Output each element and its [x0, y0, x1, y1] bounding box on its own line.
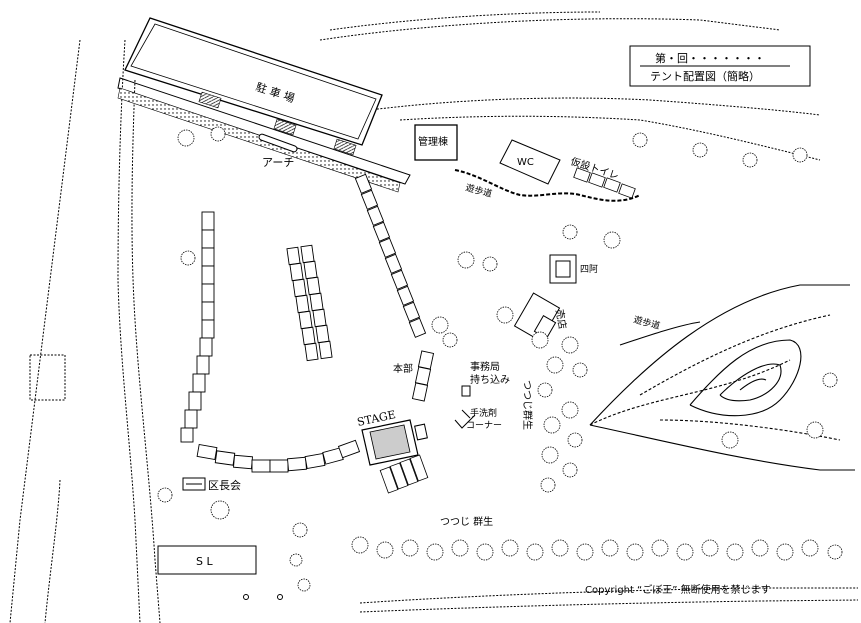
path-label-2: 遊歩道 [632, 313, 661, 332]
corner-label: コーナー [466, 420, 502, 431]
stream [454, 169, 641, 202]
arch-label: アーチ [262, 156, 294, 169]
title-line2: テント配置図（簡略） [650, 69, 760, 83]
pavilion: 四阿 [549, 254, 598, 284]
entrance-strip [117, 77, 411, 193]
wc-building: WC [499, 139, 561, 185]
right-pond-area [589, 284, 855, 471]
office-carry-in: 事務局 持ち込み [461, 360, 510, 397]
path-label-1: 遊歩道 [464, 181, 493, 200]
temp-toilet: 仮設トイレ [569, 154, 636, 199]
parking-lot: 駐 車 場 [124, 17, 383, 146]
title-line1: 第・回・・・・・・・ [655, 51, 765, 65]
office-label: 管理棟 [418, 135, 448, 148]
tent-row-center [286, 244, 333, 362]
hq: 本部 [393, 350, 435, 402]
trees [157, 126, 843, 592]
sl-box: S L [157, 545, 257, 575]
arch: アーチ [258, 133, 298, 169]
left-small-building [29, 354, 66, 401]
hq-label: 本部 [393, 362, 413, 375]
top-road [319, 11, 821, 161]
shop-label: 売店 [553, 308, 569, 330]
azalea-grove-horizontal: つつじ 群生 [440, 515, 493, 528]
azalea-grove-vertical: つつじ群生 [521, 380, 534, 430]
handwash-corner: 手洗剤 コーナー [454, 407, 502, 431]
office-building: 管理棟 [414, 124, 458, 161]
ward-association: 区長会 [182, 477, 241, 492]
ward-assoc-label: 区長会 [208, 479, 241, 492]
small-markers [243, 594, 283, 600]
wc-label: WC [517, 157, 534, 168]
tent-row-right-diagonal [354, 173, 427, 338]
copyright-text: Copyright “ごぼ王” 無断使用を禁じます [585, 583, 771, 596]
bottom-road [359, 587, 859, 613]
sl-label: S L [196, 555, 213, 568]
left-road [9, 39, 161, 623]
title-box: 第・回・・・・・・・ テント配置図（簡略） [629, 45, 811, 87]
tent-row-left-arc [180, 211, 361, 473]
pavilion-label: 四阿 [580, 264, 598, 275]
carry-in-label: 持ち込み [470, 373, 510, 386]
handwash-label: 手洗剤 [470, 407, 497, 419]
office-carry-label: 事務局 [470, 360, 500, 373]
stage: STAGE [356, 408, 429, 494]
